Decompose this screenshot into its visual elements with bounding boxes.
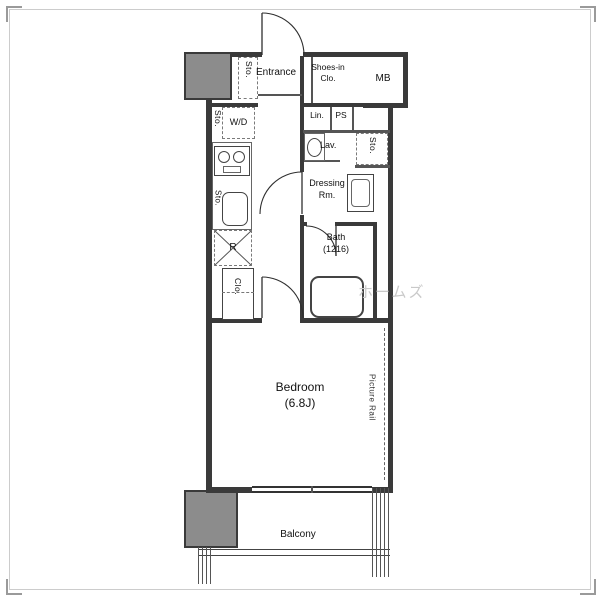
washer-dryer-box bbox=[222, 107, 255, 139]
wall-segment bbox=[212, 318, 262, 323]
wall-segment bbox=[303, 130, 390, 133]
wall-segment bbox=[335, 222, 375, 226]
entrance-label: Entrance bbox=[256, 67, 297, 78]
partition-hatch bbox=[198, 547, 214, 584]
refrigerator-space-box bbox=[214, 230, 252, 266]
wall-segment bbox=[355, 165, 390, 168]
kitchen-storage-label: Sto. bbox=[213, 190, 223, 207]
closet-label: Clo. bbox=[233, 278, 244, 296]
kitchen-sink bbox=[222, 192, 248, 226]
right-storage-label: Sto. bbox=[368, 137, 379, 155]
entrance-step-line bbox=[258, 94, 302, 96]
window-mullion bbox=[311, 486, 313, 493]
shoes-closet-label: Shoes-in Clo. bbox=[311, 62, 345, 84]
entrance-storage-label: Sto. bbox=[244, 61, 255, 79]
wall-segment bbox=[373, 222, 377, 323]
partition-hatch bbox=[372, 488, 390, 577]
frame-corner-mark bbox=[580, 6, 596, 22]
wall-segment bbox=[388, 103, 393, 493]
wd-storage-label: Sto. bbox=[213, 110, 224, 128]
wall-segment bbox=[303, 318, 393, 323]
wall-segment bbox=[303, 222, 307, 226]
wall-segment bbox=[352, 107, 354, 130]
frame-corner-mark bbox=[6, 579, 22, 595]
picture-rail-label: Picture Rail bbox=[367, 374, 377, 421]
image-frame bbox=[9, 9, 591, 590]
wall-segment bbox=[303, 103, 363, 107]
wall-segment bbox=[232, 52, 262, 57]
washing-machine-drum bbox=[351, 179, 370, 207]
balcony-label: Balcony bbox=[280, 529, 316, 540]
stove-grill bbox=[223, 166, 241, 173]
bedroom-label: Bedroom (6.8J) bbox=[275, 380, 325, 410]
bath-label: Bath (1216) bbox=[322, 232, 349, 254]
closet-hanger-line bbox=[222, 292, 254, 293]
pillar bbox=[184, 490, 238, 548]
bathtub bbox=[310, 276, 364, 318]
wall-segment bbox=[403, 52, 408, 108]
refrigerator-label: R bbox=[229, 242, 237, 253]
wall-segment bbox=[212, 103, 258, 107]
wall-segment bbox=[300, 56, 304, 172]
wall-segment bbox=[304, 160, 340, 162]
dressing-room-label: Dressing Rm. bbox=[309, 178, 345, 200]
stove-burner-icon bbox=[233, 151, 245, 163]
pillar bbox=[184, 52, 232, 100]
picture-rail-line bbox=[384, 328, 385, 480]
washbasin-bowl bbox=[307, 138, 322, 157]
shoes-closet-door-line bbox=[311, 57, 313, 103]
wall-segment bbox=[363, 103, 408, 108]
wall-segment bbox=[206, 98, 212, 493]
balcony-railing bbox=[198, 549, 390, 556]
entrance-storage-box bbox=[238, 57, 258, 99]
pipe-space-label: PS bbox=[335, 110, 347, 120]
wall-segment bbox=[212, 487, 252, 493]
watermark: ホームズ bbox=[358, 284, 426, 301]
stove-burner-icon bbox=[218, 151, 230, 163]
washer-dryer-label: W/D bbox=[229, 117, 248, 127]
closet-box bbox=[222, 268, 254, 320]
right-storage-box bbox=[356, 133, 388, 165]
frame-corner-mark bbox=[580, 579, 596, 595]
frame-corner-mark bbox=[6, 6, 22, 22]
lavatory-label: Lav. bbox=[320, 140, 337, 150]
linen-label: Lin. bbox=[310, 110, 324, 120]
meter-box-label: MB bbox=[375, 73, 391, 84]
wall-segment bbox=[300, 215, 304, 323]
wall-segment bbox=[303, 52, 408, 57]
wall-segment bbox=[330, 107, 332, 130]
